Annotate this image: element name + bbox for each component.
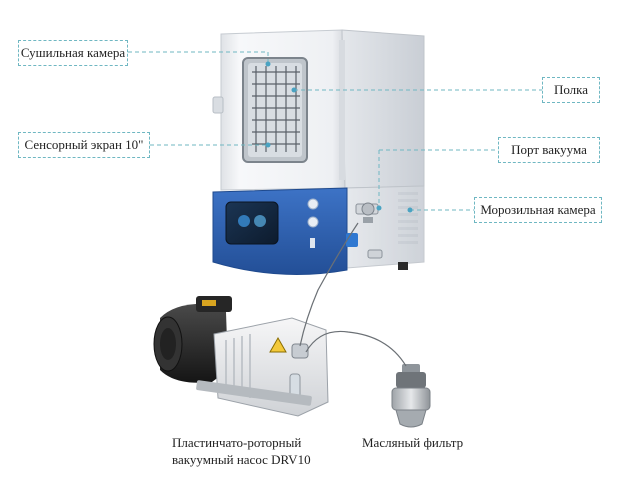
label-shelf: Полка [542, 77, 600, 103]
freezer-side-panel [344, 185, 425, 269]
control-knob-icon [307, 198, 319, 210]
warning-label [269, 336, 287, 353]
oil-filter-unit [391, 364, 431, 428]
pump-fins [225, 334, 251, 398]
hose-pump-to-filter [305, 330, 407, 367]
hose-chamber-to-pump [299, 222, 359, 347]
pump-inlet-port [291, 343, 309, 359]
caption-oil-filter: Масляный фильтр [362, 435, 464, 450]
label-vacuum-port: Порт вакуума [498, 137, 600, 163]
cabinet-right-side [341, 29, 425, 189]
caption-pump-line1: Пластинчато-роторный [172, 435, 302, 450]
caption-pump-line2: вакуумный насос DRV10 [172, 452, 311, 467]
leader-dots [265, 61, 413, 213]
door-hinge [339, 40, 345, 180]
label-freezer-chamber: Морозильная камера [474, 197, 602, 223]
touch-screen-icon [225, 201, 279, 245]
freeze-dryer-unit [212, 29, 425, 275]
label-touch-screen: Сенсорный экран 10" [18, 132, 150, 158]
label-drying-chamber: Сушильная камера [18, 40, 128, 66]
side-valve-knob [212, 96, 224, 114]
filter-cap [396, 372, 426, 388]
filter-bowl [395, 409, 427, 428]
pump-base-plate [196, 380, 312, 406]
vacuum-pump-unit [153, 296, 329, 417]
vacuum-port-fitting [346, 202, 383, 259]
cabinet-foot [398, 262, 408, 270]
vacuum-hoses [299, 222, 407, 367]
shelf-rack [252, 66, 300, 152]
filter-body [391, 387, 431, 411]
filter-top-fitting [402, 364, 420, 374]
control-knob-icon-2 [307, 216, 319, 228]
leader-lines [128, 51, 542, 211]
caption-pump: Пластинчато-роторный вакуумный насос DRV… [172, 434, 311, 468]
power-indicator [310, 238, 315, 248]
